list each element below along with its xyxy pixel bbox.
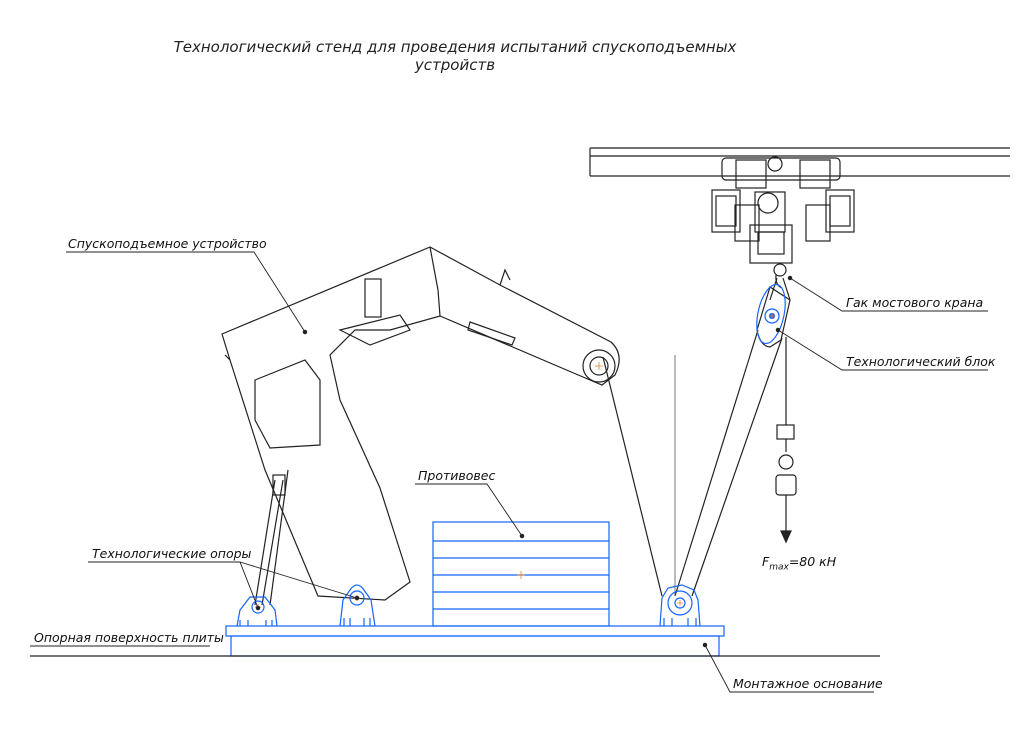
label-tech-supports: Технологические опоры xyxy=(92,546,252,561)
title-line-1: Технологический стенд для проведения исп… xyxy=(173,38,737,56)
diagram-title: Технологический стенд для проведения исп… xyxy=(150,38,760,74)
label-mounting-base: Монтажное основание xyxy=(733,676,883,691)
floor-sheave-support xyxy=(659,584,701,627)
support-left xyxy=(236,596,278,627)
center-marks xyxy=(255,313,775,610)
support-struts xyxy=(254,469,289,606)
label-tech-block: Технологический блок xyxy=(846,354,996,369)
title-line-2: устройств xyxy=(414,56,496,74)
hanging-test-load xyxy=(775,337,797,544)
lifting-device-body xyxy=(221,246,620,601)
support-middle xyxy=(339,584,376,627)
label-crane-hook: Гак мостового крана xyxy=(846,295,984,310)
crane-trolley xyxy=(711,156,855,289)
force-annotation: Fmax=80 кН xyxy=(762,554,837,573)
label-plate-surface: Опорная поверхность плиты xyxy=(34,630,224,645)
mounting-base xyxy=(225,625,725,657)
force-value: =80 кН xyxy=(788,554,837,569)
force-symbol: F xyxy=(762,554,770,569)
force-subscript: max xyxy=(769,562,789,573)
label-lifting-device: Спускоподъемное устройство xyxy=(68,236,267,251)
crane-bridge-beam xyxy=(589,147,1010,177)
tech-block-sheave xyxy=(756,283,786,345)
leader-lines xyxy=(30,251,988,693)
test-ropes xyxy=(602,329,783,597)
label-counterweight: Противовес xyxy=(418,468,496,483)
